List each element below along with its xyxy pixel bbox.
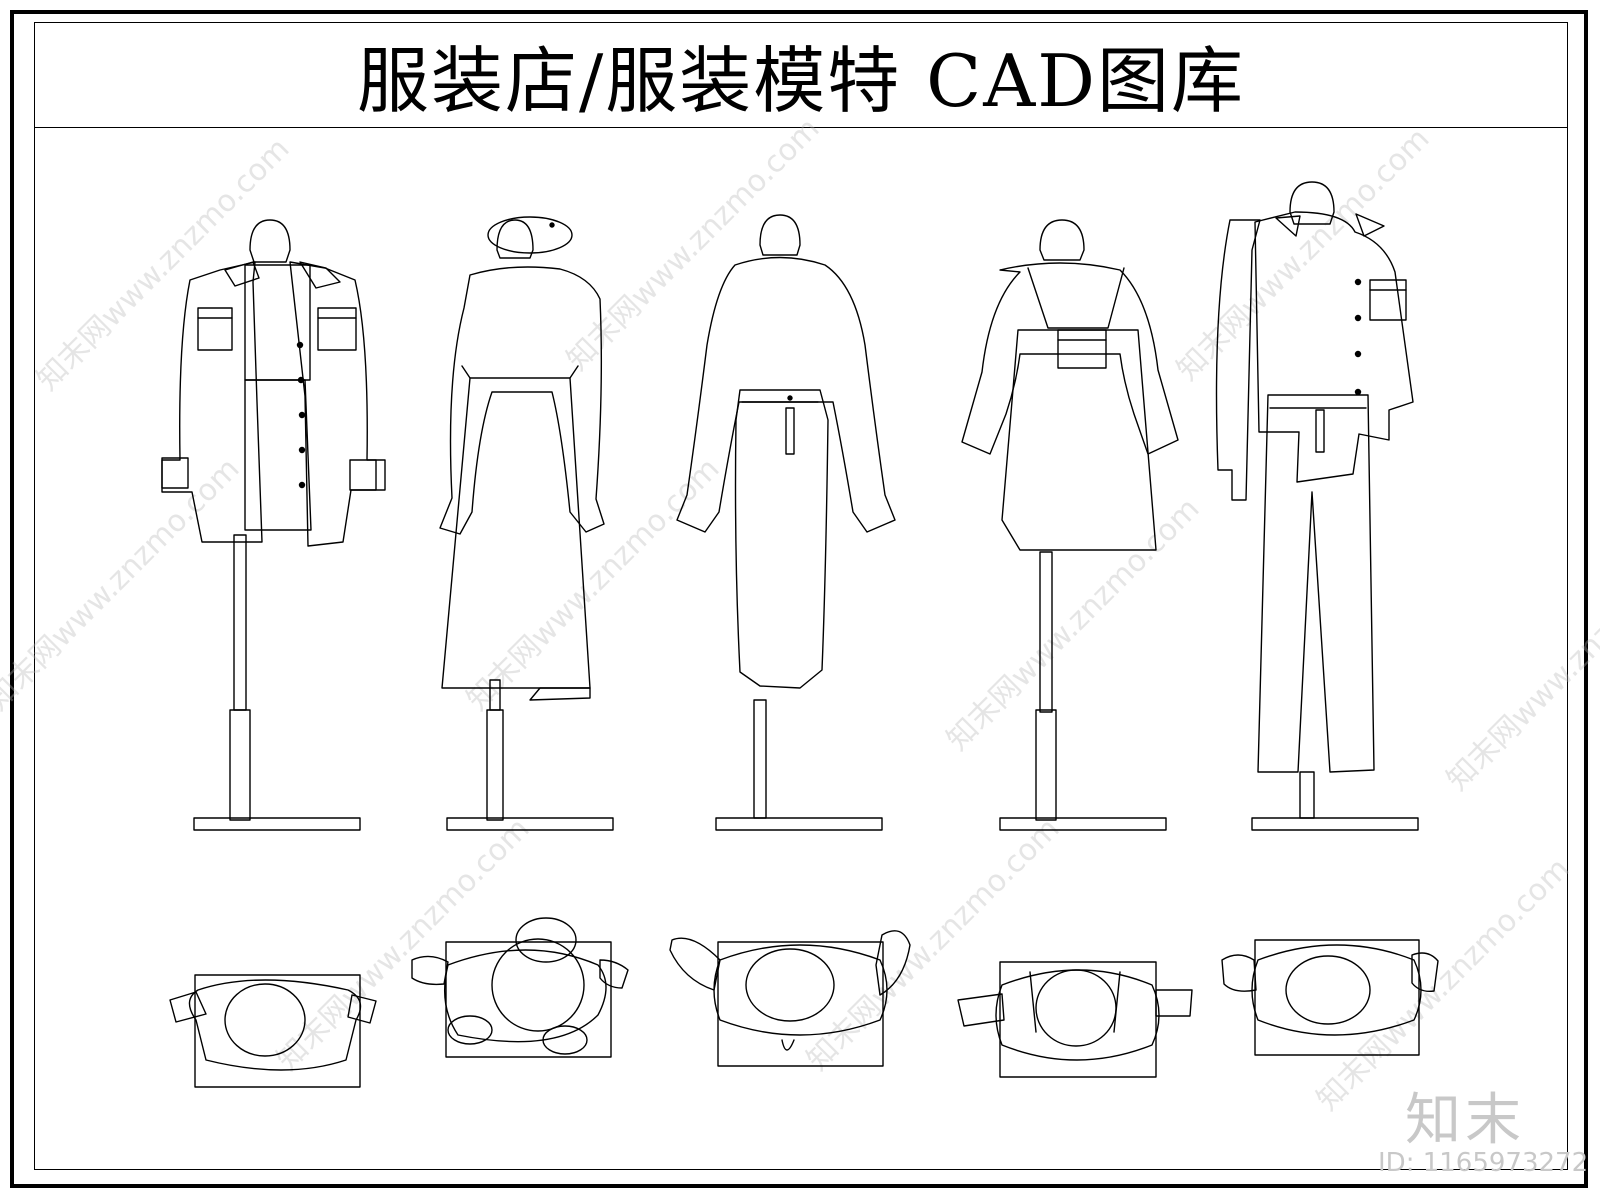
mannequin-5-front (1215, 181, 1419, 831)
brand-logo: 知末 (1405, 1088, 1525, 1153)
title-band: 服装店/服装模特 CAD图库 (34, 22, 1568, 128)
mannequin-3-front (676, 214, 896, 831)
mannequin-2-front (439, 216, 614, 831)
mannequin-4-front (961, 219, 1179, 831)
mannequin-3-plan (669, 930, 911, 1067)
outer-frame (10, 10, 1588, 1188)
image-id: ID: 1165973272 (1378, 1148, 1589, 1178)
page-title: 服装店/服装模特 CAD图库 (357, 39, 1245, 123)
mannequin-5-plan (1221, 939, 1439, 1056)
mannequin-1-plan (169, 974, 377, 1088)
mannequin-4-plan (957, 961, 1193, 1078)
mannequin-1-front (161, 219, 386, 831)
inner-frame (34, 22, 1568, 1170)
mannequin-2-plan (411, 917, 629, 1058)
